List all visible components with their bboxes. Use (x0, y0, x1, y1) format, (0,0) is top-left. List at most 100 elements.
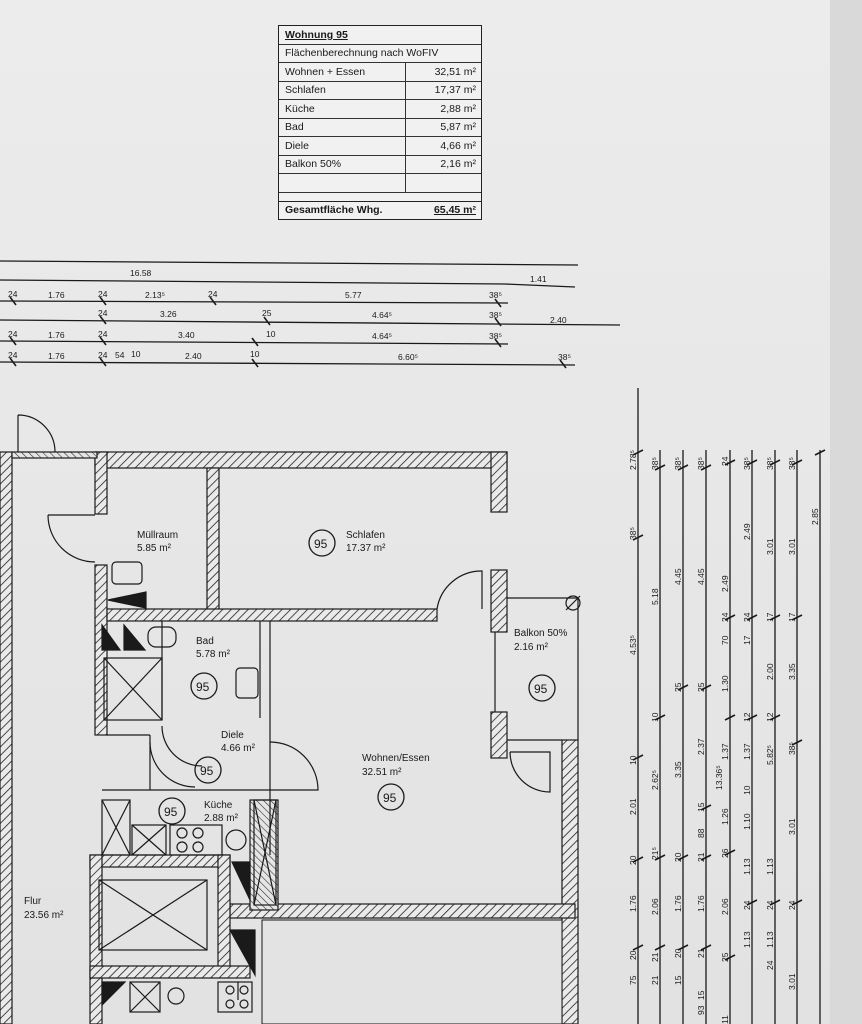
dim-label: 1.76 (48, 330, 65, 340)
svg-text:88: 88 (696, 828, 706, 838)
dim-label: 24 (98, 308, 108, 318)
svg-text:25: 25 (720, 952, 730, 962)
dim-label: 38⁵ (558, 352, 571, 362)
dim-label: 24 (98, 350, 108, 360)
top-dimension-ticks (9, 296, 567, 369)
dim-label: 38⁵ (489, 310, 502, 320)
balcony-fixture (565, 595, 581, 611)
svg-text:4.45: 4.45 (673, 568, 683, 585)
dim-label: 5.77 (345, 290, 362, 300)
room-area-muellraum: 5.85 m² (137, 543, 172, 554)
dim-label: 3.40 (178, 330, 195, 340)
svg-text:1.26: 1.26 (720, 808, 730, 825)
svg-text:2.00: 2.00 (765, 663, 775, 680)
svg-text:2.01: 2.01 (628, 798, 638, 815)
svg-text:1.37: 1.37 (720, 743, 730, 760)
svg-text:15: 15 (673, 975, 683, 985)
svg-text:2.49: 2.49 (720, 575, 730, 592)
svg-text:26: 26 (720, 848, 730, 858)
svg-text:38⁵: 38⁵ (787, 457, 797, 470)
total-row: Gesamtfläche Whg.65,45 m² (285, 204, 476, 217)
svg-text:24: 24 (720, 612, 730, 622)
svg-text:20: 20 (673, 948, 683, 958)
svg-text:38⁵: 38⁵ (742, 457, 752, 470)
svg-text:1.37: 1.37 (742, 743, 752, 760)
svg-text:10: 10 (628, 755, 638, 765)
svg-text:25: 25 (696, 682, 706, 692)
dim-label: 3.26 (160, 309, 177, 319)
top-dimension-labels: 16.58 1.41 24 1.76 24 2.13⁵ 24 5.77 38⁵ … (8, 268, 571, 362)
svg-text:1.30: 1.30 (720, 675, 730, 692)
svg-text:1.76: 1.76 (673, 895, 683, 912)
room-name-muellraum: Müllraum (137, 530, 178, 541)
svg-text:2.62⁵: 2.62⁵ (650, 770, 660, 790)
svg-text:21: 21 (696, 852, 706, 862)
room-area-balkon: 2.16 m² (514, 642, 549, 653)
svg-text:3.01: 3.01 (787, 538, 797, 555)
svg-text:38⁵: 38⁵ (696, 457, 706, 470)
svg-text:70: 70 (720, 635, 730, 645)
dim-label: 16.58 (130, 268, 152, 278)
svg-text:5.82⁵: 5.82⁵ (765, 745, 775, 765)
dim-label: 38⁵ (489, 331, 502, 341)
unit-number: 95 (164, 805, 178, 819)
paper-edge (830, 0, 862, 1024)
svg-text:24: 24 (787, 900, 797, 910)
svg-text:24: 24 (765, 900, 775, 910)
room-name-balkon: Balkon 50% (514, 628, 567, 639)
floor-plan: 16.58 1.41 24 1.76 24 2.13⁵ 24 5.77 38⁵ … (0, 260, 826, 1024)
room-area-schlafen: 17.37 m² (346, 543, 386, 554)
svg-text:17: 17 (787, 612, 797, 622)
svg-text:17: 17 (765, 612, 775, 622)
unit-number: 95 (200, 764, 214, 778)
svg-text:25: 25 (673, 682, 683, 692)
dim-label: 2.13⁵ (145, 290, 165, 300)
dim-label: 2.40 (185, 351, 202, 361)
svg-text:1.13: 1.13 (765, 858, 775, 875)
svg-text:1.76: 1.76 (696, 895, 706, 912)
unit-number: 95 (383, 791, 397, 805)
svg-text:38⁵: 38⁵ (628, 527, 638, 540)
side-dimension-labels: 2.78⁵ 38⁵ 4.53⁵ 10 2.01 20 1.76 20 75 38… (628, 450, 820, 1024)
dim-label: 24 (8, 329, 18, 339)
svg-text:10: 10 (650, 712, 660, 722)
dim-label: 1.41 (530, 274, 547, 284)
dim-label: 1.76 (48, 290, 65, 300)
dim-label: 4.64⁵ (372, 331, 392, 341)
svg-text:13.36⁵: 13.36⁵ (714, 765, 724, 790)
svg-text:21⁵: 21⁵ (650, 847, 660, 860)
svg-text:2.49: 2.49 (742, 523, 752, 540)
area-row-empty (279, 174, 481, 193)
dim-label: 38⁵ (489, 290, 502, 300)
area-calculation-table: Wohnung 95 Flächenberechnung nach WoFIV … (278, 25, 482, 220)
unit-number: 95 (196, 680, 210, 694)
svg-text:2.85: 2.85 (810, 508, 820, 525)
bathroom-fixtures (101, 561, 259, 721)
room-name-kueche: Küche (204, 800, 233, 811)
dim-label: 24 (8, 350, 18, 360)
svg-text:1.13: 1.13 (742, 931, 752, 948)
svg-text:24: 24 (765, 960, 775, 970)
dim-label: 24 (8, 289, 18, 299)
calculation-subtitle: Flächenberechnung nach WoFIV (285, 47, 439, 60)
unit-number: 95 (314, 537, 328, 551)
svg-text:1.76: 1.76 (628, 895, 638, 912)
dim-label: 2.40 (550, 315, 567, 325)
room-area-wohnen: 32.51 m² (362, 767, 402, 778)
dim-label: 25 (262, 308, 272, 318)
svg-text:2.37: 2.37 (696, 738, 706, 755)
svg-text:75: 75 (628, 975, 638, 985)
room-name-flur: Flur (24, 896, 42, 907)
svg-text:12: 12 (742, 712, 752, 722)
svg-text:1.13: 1.13 (765, 931, 775, 948)
dim-label: 4.64⁵ (372, 310, 392, 320)
svg-text:3.01: 3.01 (787, 818, 797, 835)
room-area-diele: 4.66 m² (221, 743, 256, 754)
svg-text:38⁵: 38⁵ (650, 457, 660, 470)
svg-text:24: 24 (742, 900, 752, 910)
door-swings (17, 414, 551, 1000)
